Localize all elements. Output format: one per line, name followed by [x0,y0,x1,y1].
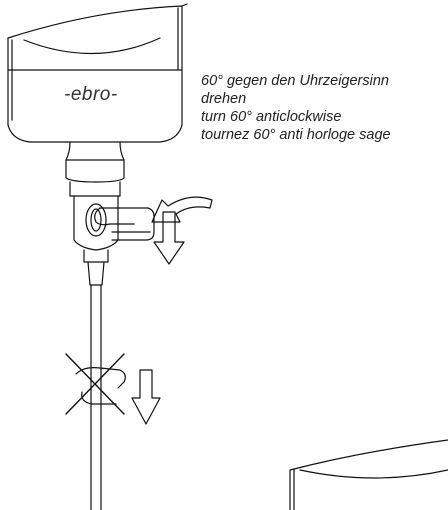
probe-connector [65,141,125,510]
instruction-caption: 60° gegen den Uhrzeigersinn drehen turn … [201,72,448,144]
wrong-grip-hand-icon [65,353,126,415]
instruction-line-de-1: 60° gegen den Uhrzeigersinn [201,73,389,89]
device-housing [7,3,188,143]
instruction-line-en: turn 60° anticlockwise [201,109,342,125]
down-arrow-icon [153,211,185,265]
instruction-line-de-2: drehen [201,91,247,107]
hand-icon [94,207,155,241]
rotate-anticlockwise-arrow-icon [151,196,213,223]
instruction-line-fr: tournez 60° anti horloge sage [201,127,391,143]
device-housing-partial [289,439,448,510]
brand-logo: -ebro- [64,84,118,105]
down-arrow-icon-2 [131,369,161,425]
